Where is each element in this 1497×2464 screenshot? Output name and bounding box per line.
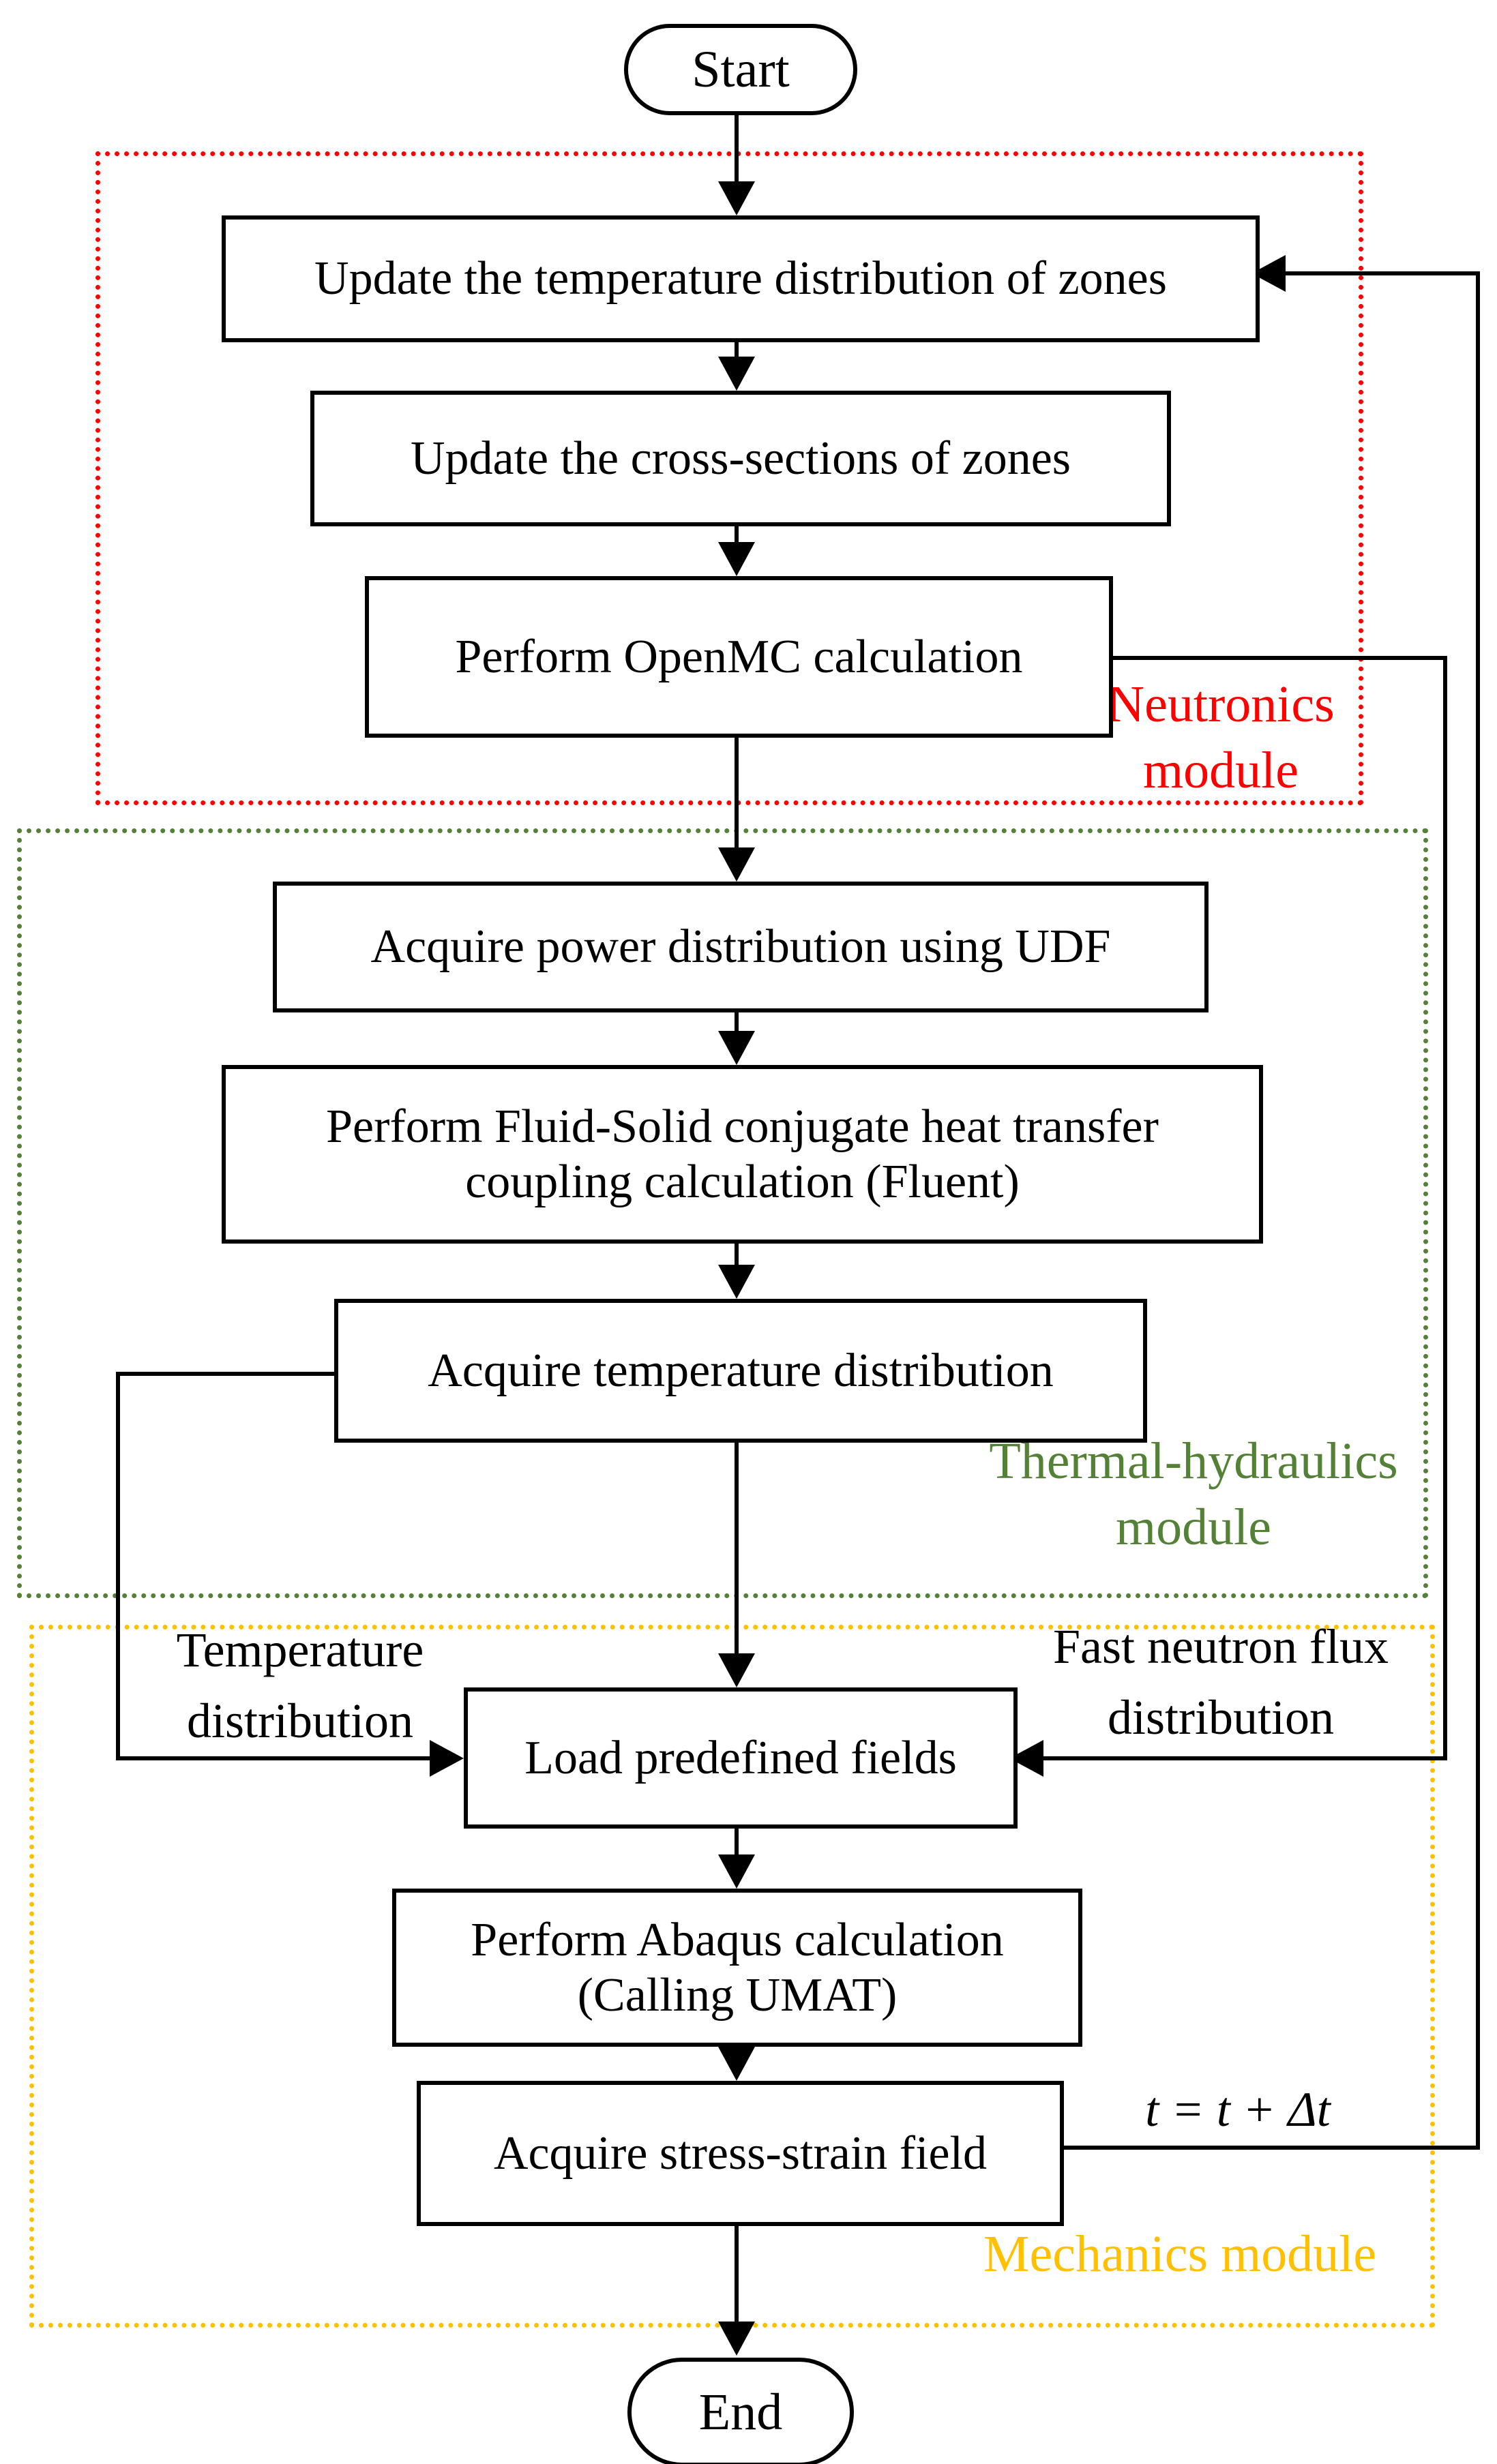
edge-fluent-to-acquire-temp <box>735 1233 739 1269</box>
temperature-distribution-annotation: Temperature distribution <box>136 1614 464 1757</box>
arrowhead-into-stress-strain <box>718 2047 755 2081</box>
acquire-temperature-label: Acquire temperature distribution <box>428 1344 1054 1397</box>
temperature-distribution-line2: distribution <box>186 1694 413 1749</box>
time-step-annotation: t = t + Δt <box>1125 2074 1350 2145</box>
arrowhead-into-openmc <box>718 542 755 576</box>
update-cross-sections-label: Update the cross-sections of zones <box>410 432 1071 485</box>
arrowhead-into-abaqus <box>718 1854 755 1889</box>
update-temperature-label: Update the temperature distribution of z… <box>314 252 1167 305</box>
stress-strain-label: Acquire stress-strain field <box>493 2127 988 2180</box>
neutronics-module-label-line1: Neutronics <box>1107 676 1335 733</box>
edge-temp-dist-horizontal-bottom <box>116 1756 431 1760</box>
acquire-power-box: Acquire power distribution using UDF <box>273 882 1209 1012</box>
mechanics-module-label-text: Mechanics module <box>983 2225 1377 2283</box>
temperature-distribution-line1: Temperature <box>176 1623 424 1677</box>
edge-loop-horizontal-top <box>1284 271 1480 275</box>
edge-openmc-to-acquire-power <box>735 727 739 850</box>
edge-temp-dist-vertical <box>116 1372 120 1760</box>
fast-neutron-flux-annotation: Fast neutron flux distribution <box>1016 1611 1425 1754</box>
edge-stress-strain-to-end <box>735 2216 739 2325</box>
arrowhead-into-fluent <box>718 1031 755 1065</box>
edge-flux-vertical <box>1443 656 1447 1759</box>
abaqus-label-line2: (Calling UMAT) <box>577 1969 898 2022</box>
update-cross-sections-box: Update the cross-sections of zones <box>310 391 1171 526</box>
fluent-label-line2: coupling calculation (Fluent) <box>465 1156 1020 1208</box>
edge-loop-horizontal-bottom <box>1054 2146 1480 2150</box>
openmc-label: Perform OpenMC calculation <box>455 630 1023 683</box>
thermal-hydraulics-module-frame <box>17 828 1428 1598</box>
arrowhead-into-acquire-temp <box>718 1265 755 1299</box>
acquire-power-label: Acquire power distribution using UDF <box>370 920 1111 974</box>
edge-update-temp-to-cross-sections <box>735 332 739 359</box>
arrowhead-temp-into-load-fields <box>430 1740 464 1777</box>
edge-start-to-update-temp <box>735 106 739 187</box>
edge-load-fields-to-abaqus <box>735 1818 739 1859</box>
end-label: End <box>698 2383 783 2441</box>
edge-loop-vertical <box>1476 271 1480 2150</box>
arrowhead-into-load-fields <box>718 1653 755 1687</box>
arrowhead-into-cross-sections <box>718 357 755 391</box>
load-fields-box: Load predefined fields <box>464 1687 1018 1829</box>
arrowhead-into-end <box>718 2322 755 2356</box>
start-terminal: Start <box>624 24 857 115</box>
edge-acquire-power-to-fluent <box>735 1002 739 1035</box>
openmc-box: Perform OpenMC calculation <box>365 576 1113 738</box>
thermal-hydraulics-module-label: Thermal-hydraulics module <box>968 1428 1419 1561</box>
neutronics-module-label: Neutronics module <box>1101 672 1340 805</box>
fast-neutron-flux-line2: distribution <box>1107 1690 1334 1745</box>
fast-neutron-flux-line1: Fast neutron flux <box>1053 1619 1389 1674</box>
update-temperature-box: Update the temperature distribution of z… <box>222 215 1260 342</box>
neutronics-module-label-line2: module <box>1143 742 1299 800</box>
edge-acquire-temp-to-load-fields <box>735 1432 739 1659</box>
start-label: Start <box>692 40 790 98</box>
arrowhead-into-acquire-power <box>718 847 755 882</box>
edge-cross-sections-to-openmc <box>735 516 739 543</box>
time-step-expression: t = t + Δt <box>1145 2082 1331 2137</box>
edge-temp-dist-horizontal-top <box>116 1372 336 1376</box>
fluent-label-line1: Perform Fluid-Solid conjugate heat trans… <box>326 1100 1159 1153</box>
acquire-temperature-box: Acquire temperature distribution <box>334 1299 1147 1443</box>
abaqus-label-line1: Perform Abaqus calculation <box>471 1913 1004 1966</box>
abaqus-box: Perform Abaqus calculation (Calling UMAT… <box>392 1889 1082 2047</box>
edge-flux-horizontal-top <box>1103 656 1447 660</box>
fluent-box: Perform Fluid-Solid conjugate heat trans… <box>222 1065 1263 1244</box>
stress-strain-box: Acquire stress-strain field <box>417 2081 1064 2226</box>
load-fields-label: Load predefined fields <box>524 1731 957 1784</box>
end-terminal: End <box>627 2358 854 2464</box>
neutronics-module-frame <box>95 151 1363 805</box>
arrowhead-into-update-temp <box>718 181 755 215</box>
mechanics-module-label: Mechanics module <box>979 2221 1381 2287</box>
edge-flux-horizontal-bottom <box>1042 1756 1447 1760</box>
thermal-hydraulics-module-label-line2: module <box>1116 1499 1271 1557</box>
